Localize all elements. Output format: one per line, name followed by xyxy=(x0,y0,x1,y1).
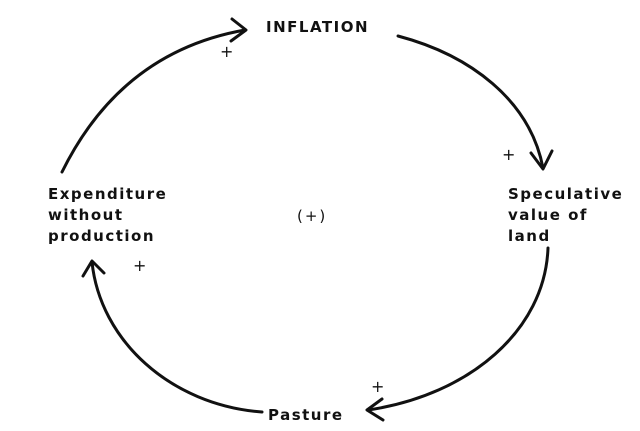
node-expenditure-label-line-3: production xyxy=(48,227,156,245)
node-speculative-value-of-land: Speculative value of land xyxy=(508,184,623,247)
arrowhead-expenditure-icon xyxy=(81,259,106,278)
loop-polarity-label: (+) xyxy=(297,207,328,225)
arrow-expenditure-to-inflation xyxy=(60,28,247,174)
node-expenditure-without-production: Expenditure without production xyxy=(48,184,167,247)
arrow-speculative-to-pasture xyxy=(366,246,550,412)
link-sign-inflation-to-speculative: + xyxy=(502,145,517,164)
arrowhead-speculative-icon xyxy=(529,149,554,171)
node-expenditure-label-line-1: Expenditure xyxy=(48,185,168,203)
node-expenditure-label-line-2: without xyxy=(48,206,124,224)
node-pasture: Pasture xyxy=(268,405,344,426)
arrowhead-inflation-icon xyxy=(229,17,248,43)
arrow-pasture-to-expenditure xyxy=(90,260,264,414)
link-sign-pasture-to-expenditure: + xyxy=(133,256,148,275)
node-inflation-label: INFLATION xyxy=(266,18,370,36)
link-sign-speculative-to-pasture: + xyxy=(371,377,386,396)
arrow-inflation-to-speculative xyxy=(396,34,545,170)
link-sign-expenditure-to-inflation: + xyxy=(220,42,235,61)
node-speculative-label-line-2: value of xyxy=(508,206,588,224)
node-speculative-label-line-3: land xyxy=(508,227,551,245)
node-inflation: INFLATION xyxy=(266,17,369,38)
node-speculative-label-line-1: Speculative xyxy=(508,185,624,203)
arrowhead-pasture-icon xyxy=(365,397,385,422)
node-pasture-label: Pasture xyxy=(268,406,344,424)
